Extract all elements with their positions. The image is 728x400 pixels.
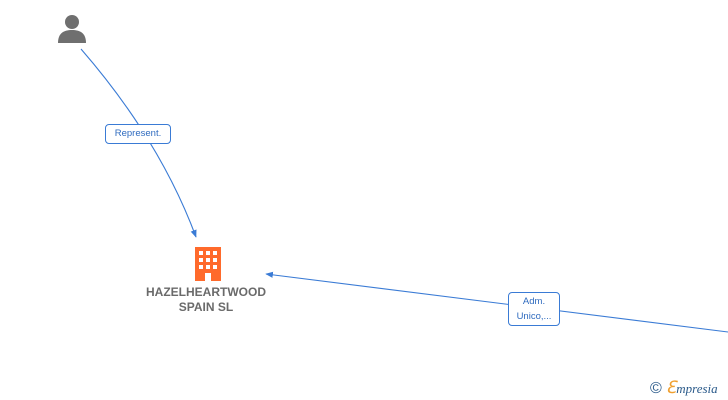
edge-administrator[interactable]	[265, 271, 728, 333]
edge-label-represent[interactable]: Represent.	[105, 124, 171, 144]
copyright-symbol: ©	[650, 380, 662, 397]
building-icon[interactable]	[192, 245, 224, 281]
company-name[interactable]: HAZELHEARTWOOD SPAIN SL	[146, 285, 266, 314]
person-icon[interactable]	[56, 13, 88, 45]
edge-label-administrator[interactable]: Adm. Unico,...	[508, 292, 560, 326]
brand-logo-mark: ℇ	[665, 378, 677, 397]
brand-name: mpresia	[676, 381, 718, 396]
watermark: ©ℇmpresia	[650, 378, 718, 398]
